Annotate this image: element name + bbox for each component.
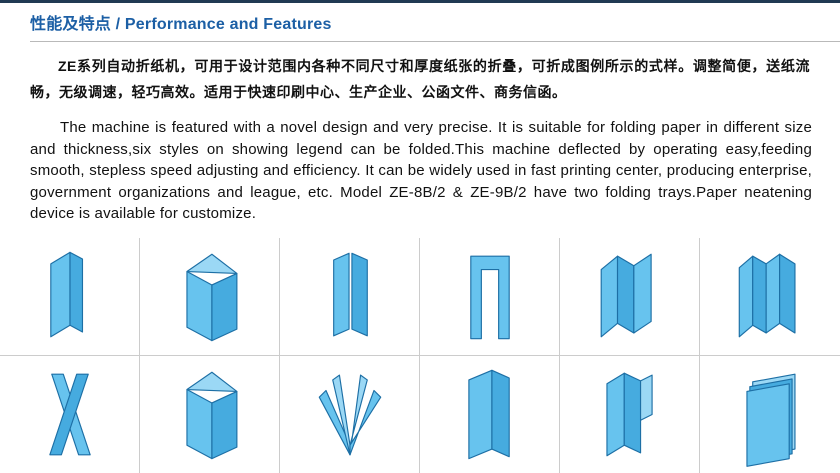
- fan-fold-icon: [318, 374, 381, 456]
- legend-cell: [420, 238, 560, 356]
- gate-fold-icon: [469, 255, 510, 340]
- intro-paragraph-chinese: ZE系列自动折纸机，可用于设计范围内各种不同尺寸和厚度纸张的折叠，可折成图例所示…: [30, 58, 810, 100]
- z-fold-icon: [600, 253, 652, 338]
- legend-cell: [560, 355, 700, 473]
- intro-paragraph-english: The machine is featured with a novel des…: [30, 119, 812, 222]
- triangle-fold-icon-2: [185, 371, 237, 460]
- accordion-fold-icon: [738, 253, 796, 338]
- triangle-fold-icon: [185, 253, 237, 342]
- header-divider: [30, 41, 840, 42]
- fold-styles-legend: [0, 238, 840, 473]
- legend-cell: [140, 355, 280, 473]
- half-fold-icon: [467, 369, 510, 460]
- single-fold-icon: [49, 251, 83, 338]
- parallel-fold-icon: [332, 252, 368, 337]
- cross-fold-icon: [48, 373, 91, 456]
- legend-cell: [0, 238, 140, 356]
- header: 性能及特点 / Performance and Features: [30, 10, 810, 41]
- legend-cell: [280, 355, 420, 473]
- legend-cell: [140, 238, 280, 356]
- legend-cell: [560, 238, 700, 356]
- legend-cell: [420, 355, 560, 473]
- legend-cell: [700, 356, 840, 473]
- top-rule: [0, 0, 840, 3]
- legend-cell: [700, 238, 840, 356]
- page-title: 性能及特点 / Performance and Features: [30, 16, 332, 33]
- letter-fold-icon: [605, 372, 653, 457]
- booklet-fold-icon: [746, 373, 796, 468]
- legend-cell: [280, 238, 420, 356]
- legend-cell: [0, 355, 140, 473]
